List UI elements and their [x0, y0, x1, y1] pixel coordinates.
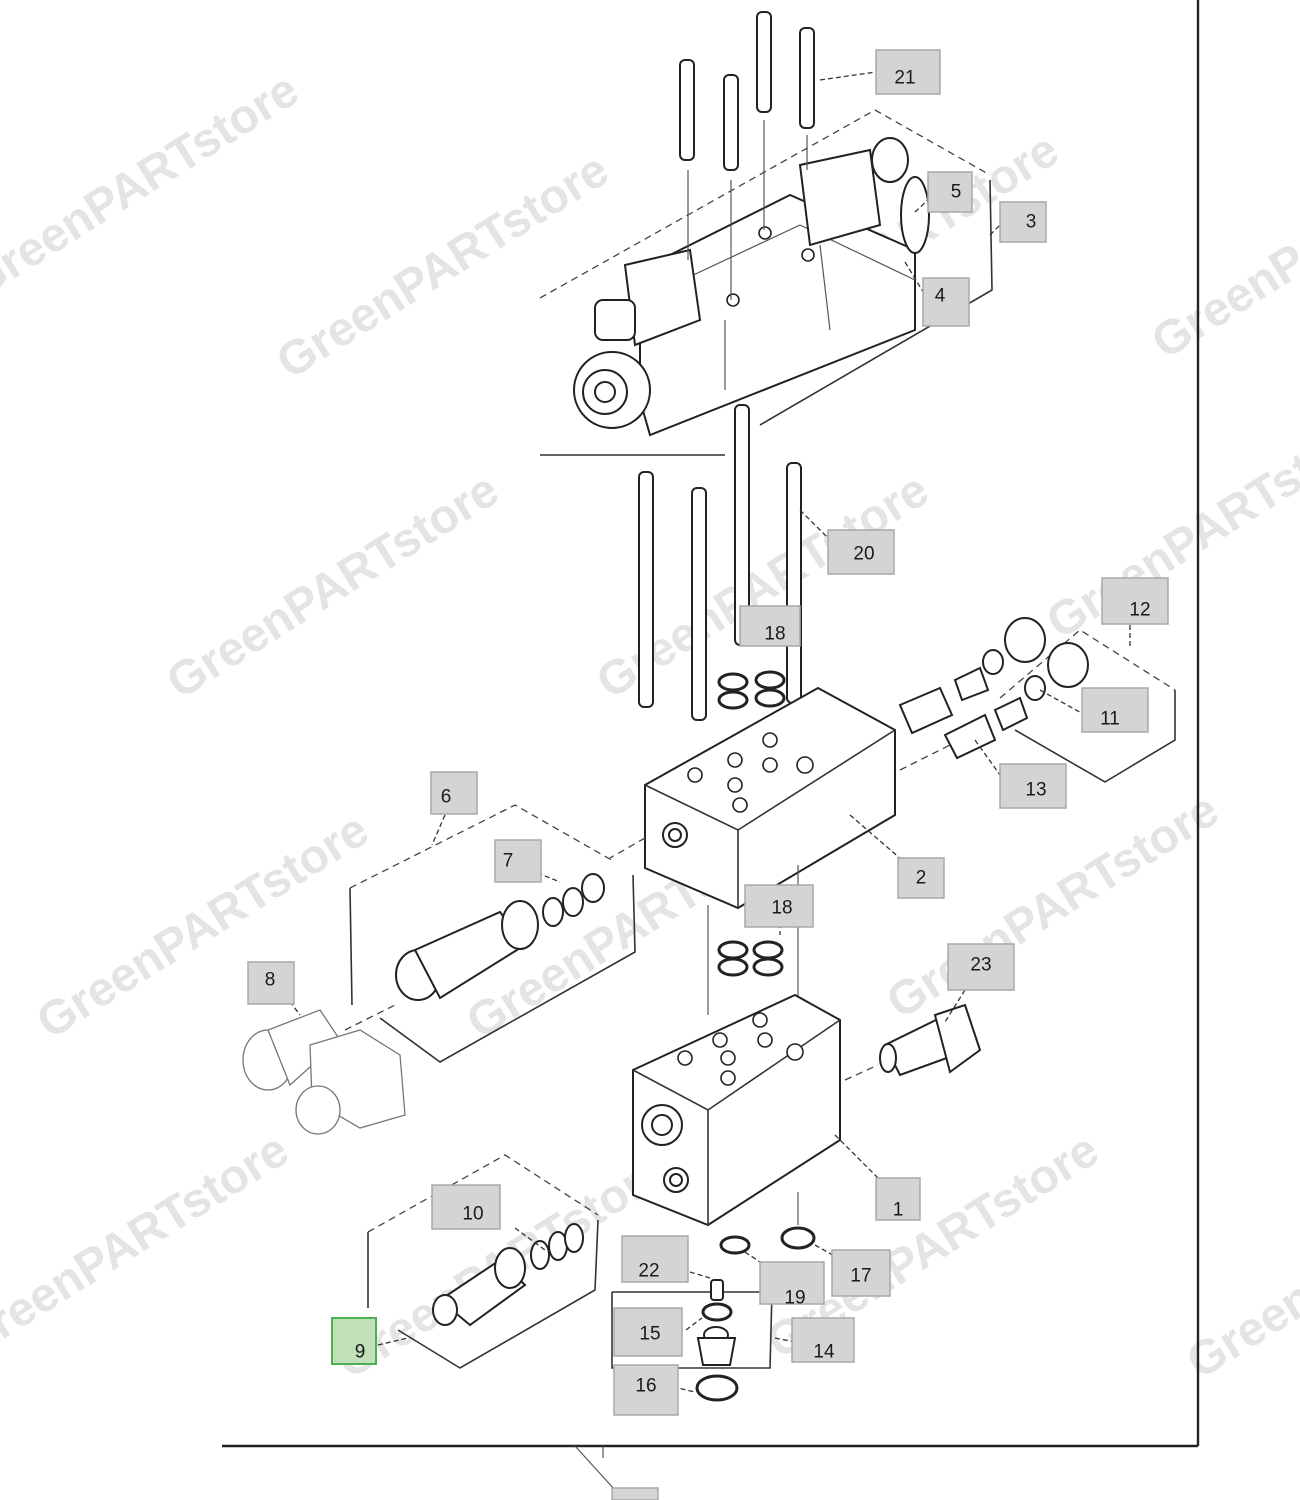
callout-18-upper[interactable]: 18: [739, 605, 801, 647]
callout-10[interactable]: 10: [431, 1184, 501, 1230]
callout-label-17: 17: [850, 1266, 871, 1287]
watermark-text: GreenPARTstore: [0, 63, 308, 309]
callout-label-14: 14: [813, 1342, 835, 1363]
callout-2[interactable]: 2: [897, 857, 945, 899]
solenoid-valve-assembly: [539, 109, 993, 456]
watermark-text: GreenPARTstore: [268, 143, 618, 389]
callout-label-7: 7: [503, 851, 514, 872]
manifold-block-1: [632, 993, 879, 1227]
callout-layer: 1 2 3 4 5 6 7 8 9 10 11 12 13 14 15 16 1…: [247, 49, 1169, 1500]
callout-label-10: 10: [462, 1204, 483, 1225]
callout-label-11: 11: [1100, 709, 1120, 730]
callout-label-18-lower: 18: [771, 898, 792, 919]
callout-label-23: 23: [970, 955, 991, 976]
callout-4[interactable]: 4: [922, 277, 970, 327]
callout-6[interactable]: 6: [430, 771, 478, 815]
page-frame: [222, 0, 1200, 1491]
bolts-21: [679, 11, 815, 300]
callout-label-3: 3: [1026, 212, 1037, 233]
callout-label-2: 2: [916, 868, 927, 889]
callout-label-21: 21: [894, 68, 915, 89]
callout-label-4: 4: [935, 286, 946, 307]
callout-label-15: 15: [639, 1324, 660, 1345]
callout-22[interactable]: 22: [621, 1235, 689, 1283]
callout-14[interactable]: 14: [791, 1317, 855, 1363]
callout-label-5: 5: [951, 182, 962, 203]
callout-7[interactable]: 7: [494, 839, 542, 883]
watermark-text: GreenPARTstore: [1178, 1143, 1300, 1389]
watermark-text: GreenPARTstore: [0, 1123, 298, 1369]
callout-label-6: 6: [441, 787, 452, 808]
callout-19[interactable]: 19: [759, 1261, 825, 1309]
callout-12[interactable]: 12: [1101, 577, 1169, 625]
callout-11[interactable]: 11: [1081, 687, 1149, 733]
callout-label-12: 12: [1129, 600, 1150, 621]
valve-group-9: [367, 1154, 599, 1369]
watermark-text: GreenPARTstore: [28, 803, 378, 1049]
callout-16[interactable]: 16: [613, 1364, 679, 1416]
callout-label-19: 19: [784, 1288, 805, 1309]
orings-18-upper: [717, 670, 786, 710]
callout-5[interactable]: 5: [927, 171, 973, 213]
callout-9[interactable]: 9: [331, 1317, 377, 1365]
callout-17[interactable]: 17: [831, 1249, 891, 1297]
callout-20[interactable]: 20: [827, 529, 895, 575]
callout-label-20: 20: [853, 544, 874, 565]
watermark-text: GreenPARTstore: [158, 463, 508, 709]
callout-21[interactable]: 21: [875, 49, 941, 95]
callout-label-18-upper: 18: [764, 624, 785, 645]
callout-label-16: 16: [635, 1376, 656, 1397]
callout-15[interactable]: 15: [613, 1307, 683, 1357]
watermark-text: GreenPARTstore: [1143, 123, 1300, 369]
callout-1[interactable]: 1: [875, 1177, 921, 1221]
callout-8[interactable]: 8: [247, 961, 295, 1005]
callout-18-lower[interactable]: 18: [744, 884, 814, 928]
bottom-parts-group-14: [611, 1192, 816, 1402]
cartridge-group-6: [349, 804, 636, 1063]
callout-3[interactable]: 3: [999, 201, 1047, 243]
coil-part-8: [242, 1004, 406, 1135]
watermark-text: GreenPARTstore: [878, 783, 1228, 1029]
manifold-block-2: [609, 686, 951, 910]
orings-18-lower: [707, 865, 799, 1015]
fitting-part-23: [879, 1003, 982, 1077]
callout-label-9: 9: [355, 1342, 366, 1363]
callout-label-13: 13: [1025, 780, 1046, 801]
callout-13[interactable]: 13: [999, 763, 1067, 809]
callout-23[interactable]: 23: [947, 943, 1015, 991]
callout-label-1: 1: [893, 1200, 904, 1221]
callout-bottom-partial[interactable]: [611, 1487, 659, 1500]
callout-label-22: 22: [638, 1261, 659, 1282]
watermark-text: GreenPARTstore: [1038, 403, 1300, 649]
plug-group-12: [898, 617, 1176, 783]
callout-label-8: 8: [265, 970, 276, 991]
